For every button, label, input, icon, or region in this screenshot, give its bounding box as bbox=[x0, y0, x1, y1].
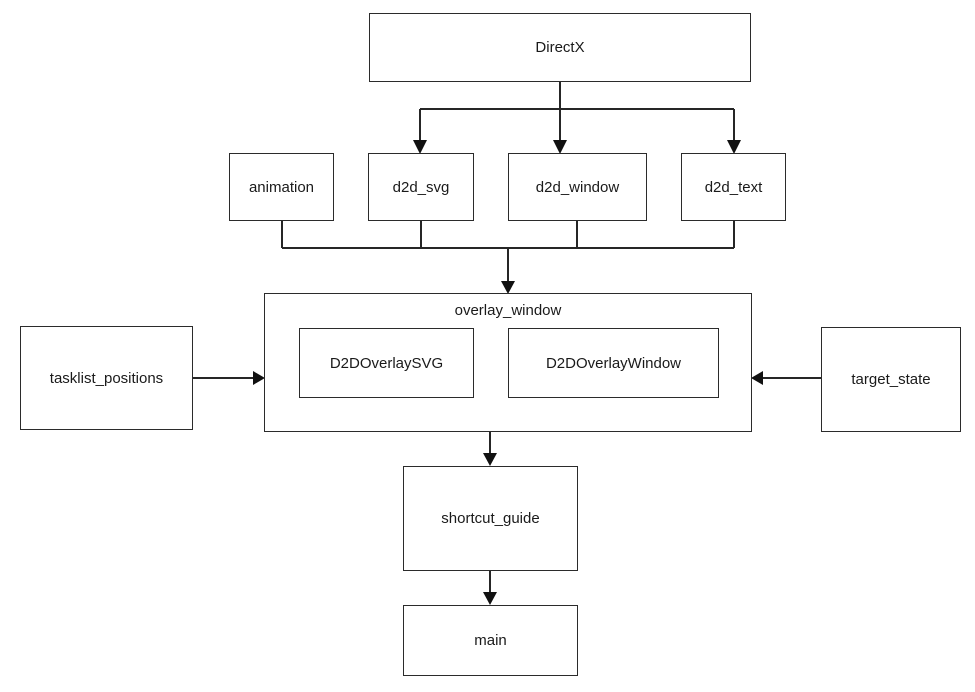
node-overlay-window-label: overlay_window bbox=[454, 302, 562, 319]
arrowhead-to-main bbox=[483, 592, 497, 605]
node-d2d-text: d2d_text bbox=[681, 153, 786, 221]
node-directx: DirectX bbox=[369, 13, 751, 82]
arrowhead-left bbox=[751, 371, 763, 385]
arrowhead-to-d2d-window bbox=[553, 140, 567, 154]
node-animation-label: animation bbox=[248, 178, 315, 196]
edge-shortcut-guide-to-main bbox=[483, 571, 497, 605]
node-tasklist-positions: tasklist_positions bbox=[20, 326, 193, 430]
node-d2d-svg: d2d_svg bbox=[368, 153, 474, 221]
edge-tasklist-positions-to-overlay bbox=[193, 371, 265, 385]
node-main-label: main bbox=[474, 632, 507, 649]
node-target-state-label: target_state bbox=[851, 371, 931, 388]
node-d2d-svg-label: d2d_svg bbox=[392, 178, 450, 196]
node-d2d-text-label: d2d_text bbox=[704, 178, 763, 196]
node-d2d-overlay-window: D2DOverlayWindow bbox=[508, 328, 719, 398]
edge-merge-to-overlay-window bbox=[281, 221, 735, 294]
node-d2d-overlay-svg: D2DOverlaySVG bbox=[299, 328, 474, 398]
node-d2d-overlay-window-label: D2DOverlayWindow bbox=[545, 354, 682, 372]
node-d2d-window: d2d_window bbox=[508, 153, 647, 221]
arrowhead-to-d2d-svg bbox=[413, 140, 427, 154]
node-d2d-window-label: d2d_window bbox=[535, 178, 620, 196]
edge-directx-fanout bbox=[413, 82, 741, 154]
arrowhead-to-overlay-window bbox=[501, 281, 515, 294]
node-shortcut-guide-label: shortcut_guide bbox=[441, 510, 540, 527]
arrowhead-right bbox=[253, 371, 265, 385]
node-directx-label: DirectX bbox=[535, 39, 585, 56]
node-target-state: target_state bbox=[821, 327, 961, 432]
node-overlay-window: overlay_window D2DOverlaySVG D2DOverlayW… bbox=[264, 293, 752, 432]
edge-target-state-to-overlay bbox=[751, 371, 821, 385]
node-shortcut-guide: shortcut_guide bbox=[403, 466, 578, 571]
node-tasklist-positions-label: tasklist_positions bbox=[49, 369, 164, 387]
node-d2d-overlay-svg-label: D2DOverlaySVG bbox=[329, 354, 444, 372]
node-main: main bbox=[403, 605, 578, 676]
node-animation: animation bbox=[229, 153, 334, 221]
edge-overlay-to-shortcut-guide bbox=[483, 432, 497, 466]
arrowhead-to-d2d-text bbox=[727, 140, 741, 154]
arrowhead-to-shortcut-guide bbox=[483, 453, 497, 466]
